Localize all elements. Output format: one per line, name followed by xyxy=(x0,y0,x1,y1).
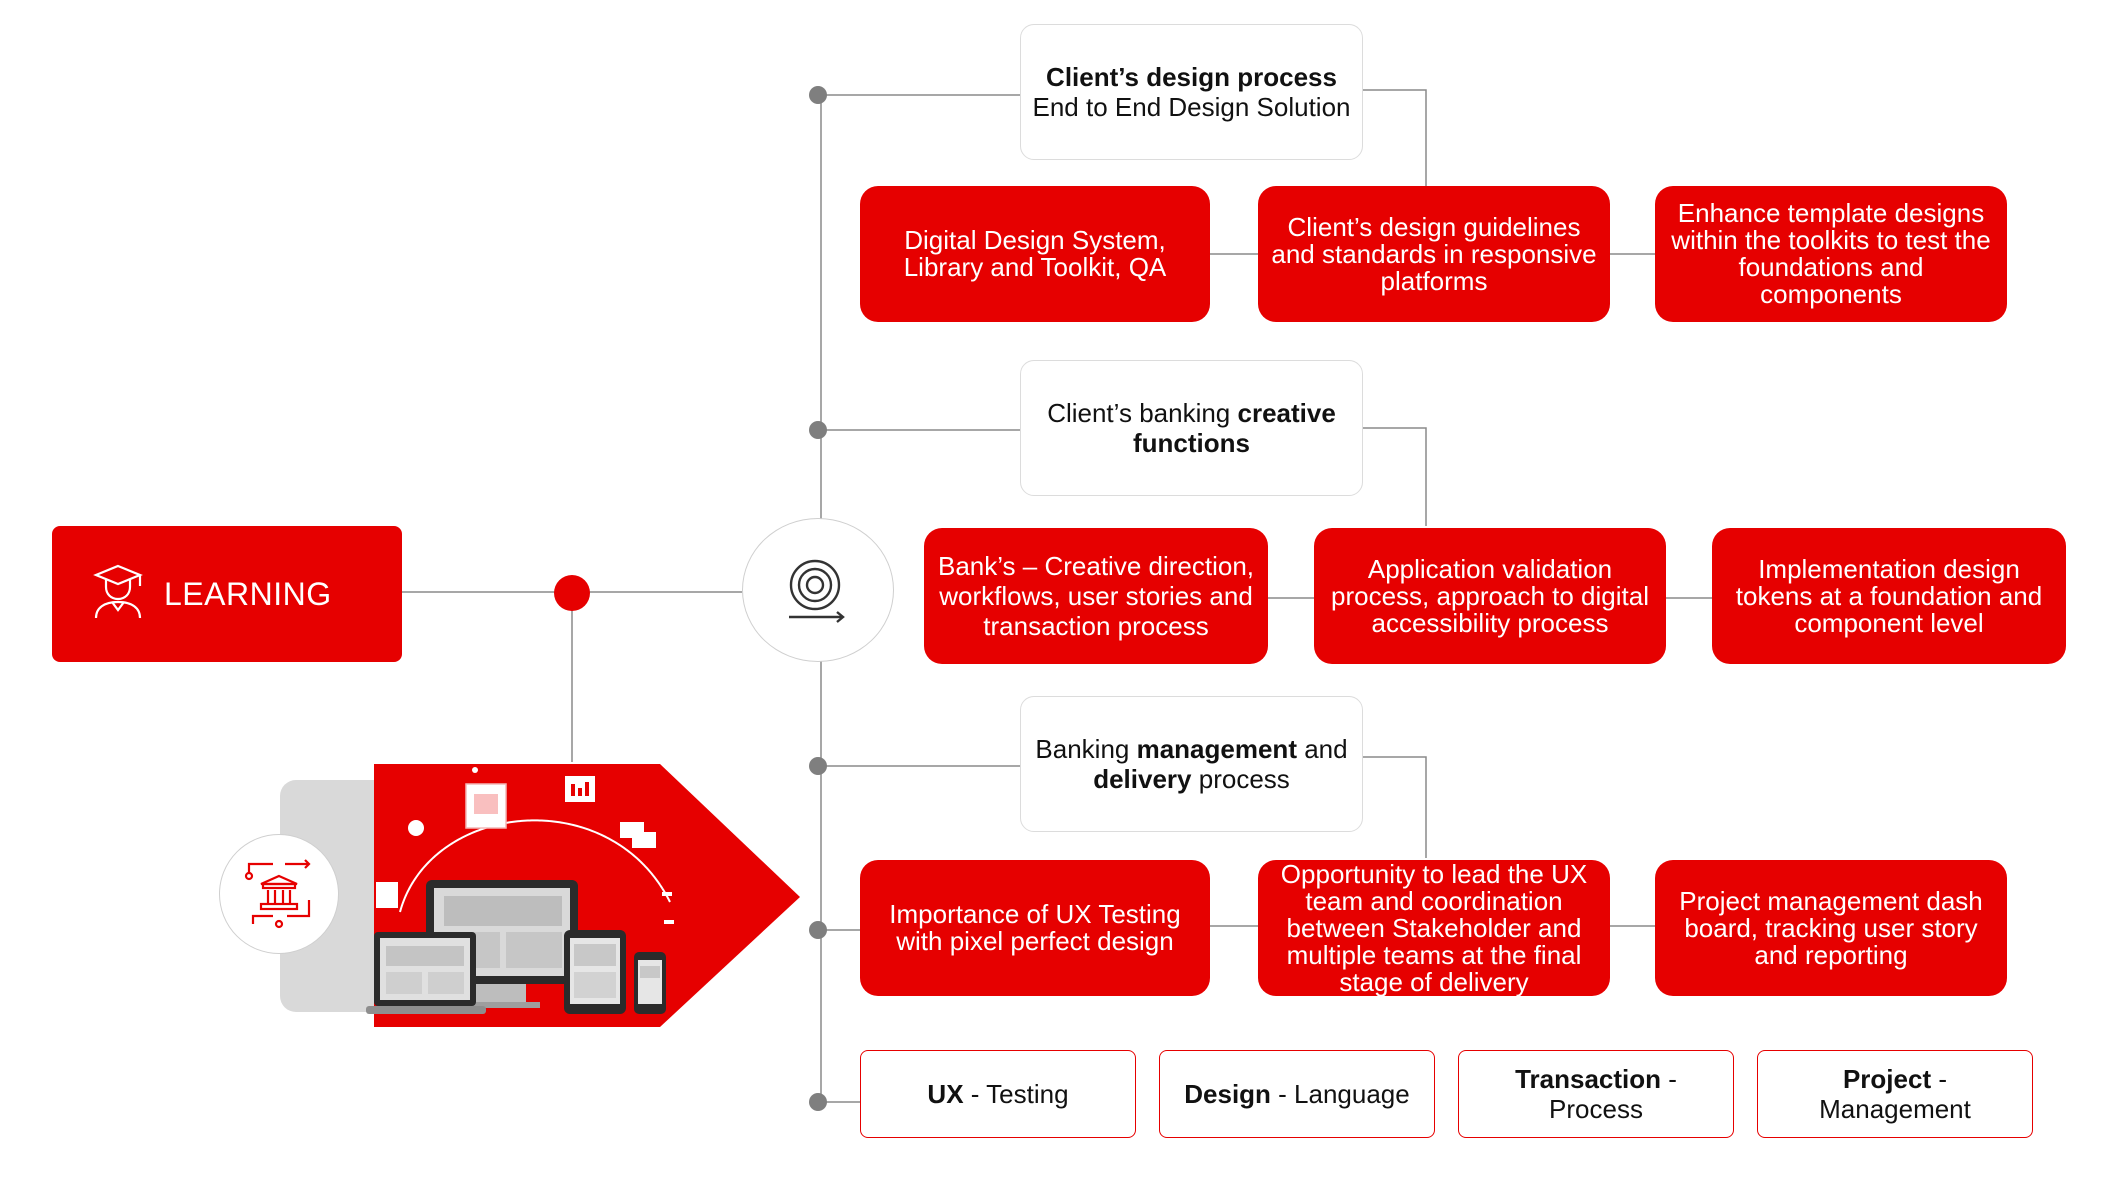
tag-3-bold: Transaction xyxy=(1515,1064,1662,1094)
target-cycle-icon-circle xyxy=(742,518,894,662)
header-1-line2: End to End Design Solution xyxy=(1032,92,1351,122)
row3-box1: Importance of UX Testing with pixel perf… xyxy=(860,860,1210,996)
tag-4-bold: Project xyxy=(1842,1064,1932,1094)
header-2-bold: creative xyxy=(1237,398,1336,428)
header-2-line2: functions xyxy=(1133,428,1250,458)
header-1-bold: Client’s design process xyxy=(1046,62,1337,92)
row3-box3: Project management dash board, tracking … xyxy=(1655,860,2007,996)
header-3-text-b: and xyxy=(1296,734,1348,764)
header-3-text-a: Banking xyxy=(1035,734,1137,764)
tag-4-line2: Management xyxy=(1819,1094,1971,1124)
row1-box2: Client’s design guidelines and standards… xyxy=(1258,186,1610,322)
tag-2-bold: Design xyxy=(1184,1079,1271,1109)
bank-icon-circle xyxy=(219,834,339,954)
learning-box: LEARNING xyxy=(52,526,402,662)
row1-box3: Enhance template designs within the tool… xyxy=(1655,186,2007,322)
bank-building-icon xyxy=(244,859,311,929)
tag-3-line2: Process xyxy=(1549,1094,1643,1124)
header-design-process: Client’s design process End to End Desig… xyxy=(1020,24,1363,160)
tag-project-management: Project - Management xyxy=(1757,1050,2033,1138)
devices-illustration xyxy=(280,764,800,1027)
tag-2-rest: - Language xyxy=(1270,1079,1410,1109)
tag-1-bold: UX xyxy=(927,1079,964,1109)
header-2-text: Client’s banking xyxy=(1047,398,1238,428)
tag-design-language: Design - Language xyxy=(1159,1050,1435,1138)
header-3-line2-bold: delivery xyxy=(1093,764,1192,794)
graduate-icon xyxy=(92,564,144,625)
tag-4-rest: - xyxy=(1931,1064,1948,1094)
target-cycle-icon xyxy=(789,559,845,623)
tag-1-rest: - Testing xyxy=(963,1079,1069,1109)
row3-box2: Opportunity to lead the UX team and coor… xyxy=(1258,860,1610,996)
header-3-line2-text: process xyxy=(1191,764,1290,794)
tag-3-rest: - xyxy=(1661,1064,1677,1094)
tag-transaction-process: Transaction - Process xyxy=(1458,1050,1734,1138)
header-creative-functions: Client’s banking creative functions xyxy=(1020,360,1363,496)
header-management-delivery: Banking management and delivery process xyxy=(1020,696,1363,832)
row2-box1: Bank’s – Creative direction, workflows, … xyxy=(924,528,1268,664)
row1-box1: Digital Design System, Library and Toolk… xyxy=(860,186,1210,322)
tag-ux-testing: UX - Testing xyxy=(860,1050,1136,1138)
row2-box2: Application validation process, approach… xyxy=(1314,528,1666,664)
header-3-bold: management xyxy=(1136,734,1297,764)
row2-box3: Implementation design tokens at a founda… xyxy=(1712,528,2066,664)
learning-label: LEARNING xyxy=(164,575,332,612)
